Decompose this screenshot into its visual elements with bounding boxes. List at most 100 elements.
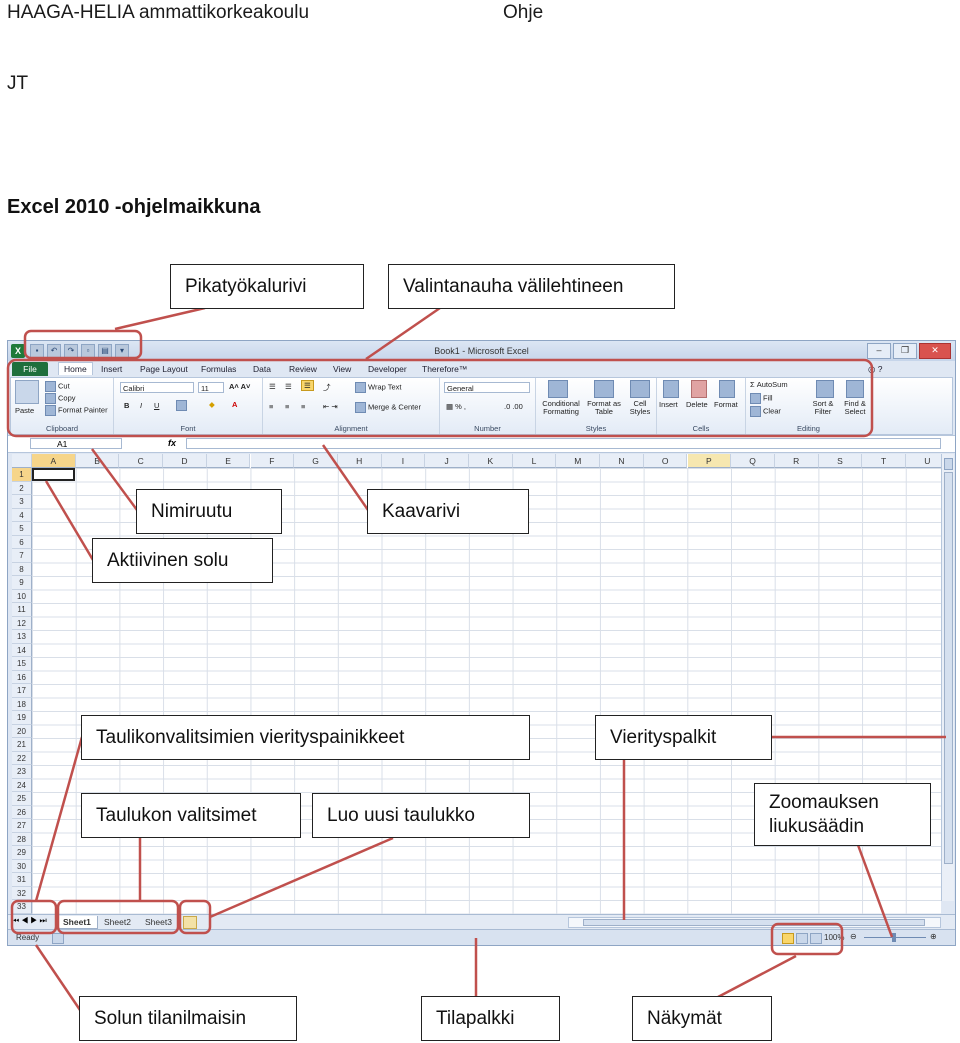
zoom-out-icon[interactable]: ⊖ [850,932,857,941]
font-color-icon[interactable]: A [232,400,238,409]
column-header[interactable]: G [294,454,338,468]
row-header[interactable]: 28 [12,832,32,846]
align-center-icon[interactable]: ≡ [285,402,290,411]
row-header[interactable]: 5 [12,522,32,536]
active-cell[interactable] [32,468,75,481]
column-header[interactable]: E [206,454,251,468]
align-bottom-icon[interactable]: ☰ [301,380,314,391]
paste-icon[interactable] [15,380,39,404]
column-header[interactable]: C [119,454,164,468]
horizontal-scroll-thumb[interactable] [583,919,925,926]
paste-button[interactable]: Paste [15,406,35,415]
align-left-icon[interactable]: ≡ [269,402,274,411]
column-header[interactable]: N [600,454,644,468]
zoom-in-icon[interactable]: ⊕ [930,932,937,941]
autosum-button[interactable]: Σ AutoSum [750,380,788,389]
tab-view[interactable]: View [333,364,352,374]
column-header[interactable]: K [469,454,513,468]
currency-icon[interactable]: ▦ % , [446,402,467,411]
row-header[interactable]: 30 [12,859,32,873]
format-table-icon[interactable] [594,380,614,398]
column-header[interactable]: B [75,454,120,468]
tab-data[interactable]: Data [253,364,271,374]
format-painter-button[interactable]: Format Painter [45,405,108,416]
indent-icon[interactable]: ⇤ ⇥ [323,402,338,411]
page-layout-view-icon[interactable] [796,933,808,944]
font-size-combo[interactable]: 11 [198,382,224,393]
sheet-scroll-buttons[interactable]: ⏮◀▶⏭ [12,916,49,925]
decimal-icon[interactable]: .0 .00 [504,402,523,411]
row-header[interactable]: 16 [12,670,32,684]
column-header[interactable]: A [32,454,76,468]
zoom-slider-thumb[interactable] [892,933,896,942]
row-header[interactable]: 3 [12,495,32,509]
tab-file[interactable]: File [12,362,48,376]
help-icon[interactable]: ◎ ? [868,364,883,374]
binoculars-icon[interactable] [846,380,864,398]
cell-styles-icon[interactable] [630,380,650,398]
format-cells-button[interactable]: Format [714,400,738,409]
row-header[interactable]: 31 [12,873,32,887]
find-select-button[interactable]: Find & Select [844,399,866,416]
delete-cells-icon[interactable] [691,380,707,398]
sheet-tab-2[interactable]: Sheet2 [104,917,131,927]
column-header[interactable]: T [862,454,906,468]
row-header[interactable]: 12 [12,616,32,630]
page-break-view-icon[interactable] [810,933,822,944]
row-header[interactable]: 10 [12,589,32,603]
row-header[interactable]: 27 [12,819,32,833]
column-header[interactable]: P [687,454,732,468]
insert-cells-button[interactable]: Insert [659,400,678,409]
copy-button[interactable]: Copy [45,393,76,404]
italic-icon[interactable]: I [140,401,143,410]
sort-filter-button[interactable]: Sort & Filter [812,399,834,416]
row-header[interactable]: 19 [12,711,32,725]
row-header[interactable]: 15 [12,657,32,671]
row-header[interactable]: 7 [12,549,32,563]
row-header[interactable]: 6 [12,535,32,549]
row-header[interactable]: 24 [12,778,32,792]
column-header[interactable]: R [774,454,819,468]
tab-review[interactable]: Review [289,364,317,374]
vertical-scroll-thumb[interactable] [944,472,953,864]
row-header[interactable]: 23 [12,765,32,779]
select-all-corner[interactable] [12,454,32,468]
cut-button[interactable]: Cut [45,381,70,392]
conditional-formatting-icon[interactable] [548,380,568,398]
font-name-combo[interactable]: Calibri [120,382,194,393]
row-header[interactable]: 4 [12,508,32,522]
format-as-table-button[interactable]: Format as Table [587,399,621,416]
column-header[interactable]: D [163,454,207,468]
align-right-icon[interactable]: ≡ [301,402,306,411]
align-top-icon[interactable]: ☰ [269,382,276,391]
minimize-button[interactable]: – [867,343,891,359]
scroll-up-arrow-icon[interactable] [944,458,953,470]
sort-filter-icon[interactable] [816,380,834,398]
column-header[interactable]: O [643,454,688,468]
macro-record-icon[interactable] [52,933,64,944]
grow-font-icon[interactable]: A˄ A˅ [229,382,251,391]
column-header[interactable]: J [425,454,469,468]
row-header[interactable]: 32 [12,886,32,900]
tab-home[interactable]: Home [58,362,93,375]
column-header[interactable]: F [250,454,295,468]
column-header[interactable]: H [337,454,382,468]
insert-worksheet-icon[interactable] [183,916,197,929]
row-header[interactable]: 21 [12,738,32,752]
column-header[interactable]: L [512,454,557,468]
bold-icon[interactable]: B [124,401,130,410]
horizontal-scrollbar[interactable] [568,917,941,928]
insert-cells-icon[interactable] [663,380,679,398]
insert-function-icon[interactable]: fx [168,438,177,448]
row-header[interactable]: 9 [12,576,32,590]
tab-developer[interactable]: Developer [368,364,407,374]
zoom-level[interactable]: 100% [824,933,845,942]
clear-button[interactable]: Clear [750,406,781,417]
column-header[interactable]: Q [731,454,775,468]
formula-bar-input[interactable] [186,438,941,449]
normal-view-icon[interactable] [782,933,794,944]
name-box[interactable]: A1 [30,438,122,449]
close-button[interactable]: ✕ [919,343,951,359]
number-format-combo[interactable]: General [444,382,530,393]
sheet-tab-1[interactable]: Sheet1 [56,916,98,929]
